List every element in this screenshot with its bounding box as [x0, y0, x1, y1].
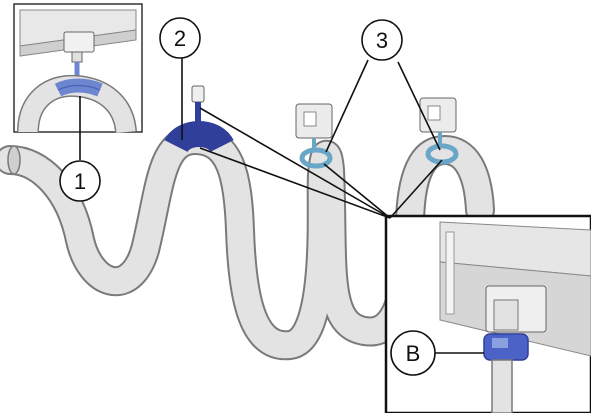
inset-detail-1	[13, 3, 143, 134]
svg-text:1: 1	[74, 169, 86, 194]
svg-text:2: 2	[174, 26, 186, 51]
inset-detail-b	[384, 214, 591, 413]
svg-text:3: 3	[376, 28, 388, 53]
hanger-3a	[295, 103, 333, 169]
hanger-3b	[419, 97, 459, 165]
callout-3: 3	[361, 19, 403, 61]
leader-lines	[79, 56, 484, 354]
callout-b: B	[390, 330, 436, 376]
callout-1: 1	[59, 160, 101, 202]
clamp-2	[164, 85, 234, 154]
callout-2: 2	[159, 17, 201, 59]
svg-text:B: B	[406, 341, 421, 366]
